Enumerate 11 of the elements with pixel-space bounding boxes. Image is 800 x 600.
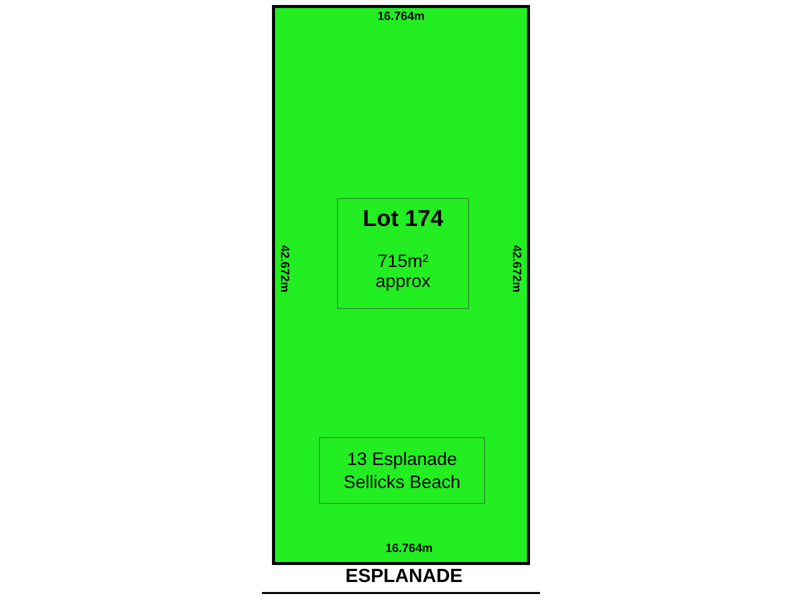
lot-area-box bbox=[337, 198, 469, 309]
lot-number: Lot 174 bbox=[362, 205, 444, 232]
address-box bbox=[319, 437, 485, 504]
street-name: ESPLANADE bbox=[345, 566, 463, 588]
dimension-text: 42.672m bbox=[278, 245, 292, 292]
dimension-text: 16.764m bbox=[377, 9, 425, 23]
area-text: 715m² approx bbox=[374, 251, 432, 291]
dimension-text: 42.672m bbox=[510, 245, 524, 292]
lot-parcel bbox=[272, 5, 530, 565]
address-text: 13 Esplanade Sellicks Beach bbox=[342, 448, 462, 494]
dimension-text: 16.764m bbox=[385, 541, 433, 555]
